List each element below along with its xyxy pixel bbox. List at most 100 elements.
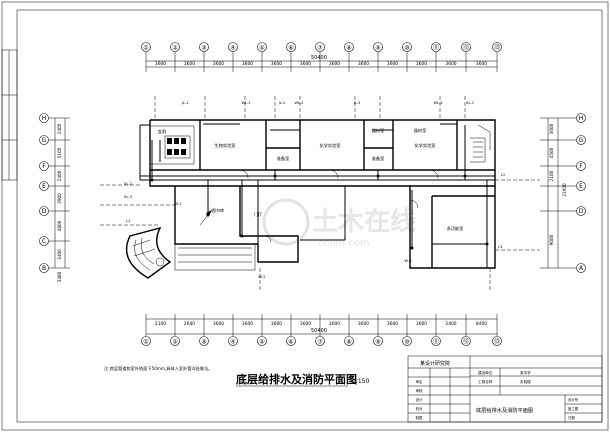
toilet-fixtures	[149, 125, 195, 180]
axis-label-top: ⑧	[346, 45, 351, 52]
pipe-label: XL-2	[124, 182, 132, 186]
dim-text: 3900	[57, 193, 62, 204]
axis-label-top: ②	[172, 45, 178, 52]
dim-text: 3480	[57, 271, 62, 282]
dim-text: 3600	[213, 61, 224, 67]
axis-label-bottom: ⑦	[317, 339, 323, 346]
axis-label-bottom: ③	[201, 339, 206, 346]
pipe-label: W-2	[259, 275, 266, 279]
svg-text:土木在线: 土木在线	[312, 207, 416, 237]
tb-project-value: 某中学	[520, 370, 531, 375]
axis-bubble	[257, 42, 267, 52]
axis-label-top: ⑫	[463, 44, 469, 52]
axis-bubble	[576, 263, 586, 273]
room-label: 器材室	[372, 127, 385, 134]
axis-bubble	[344, 336, 354, 346]
axis-bubble	[315, 42, 325, 52]
axis-label-left: D	[42, 208, 47, 215]
room-label: 女厕	[158, 128, 166, 135]
axis-bubble	[492, 42, 502, 52]
north-arrow-icon	[199, 209, 213, 226]
axis-label-bottom: ⑩	[404, 339, 409, 346]
drawing-note: 注:底层管道和室外地面下50mm,具体入室外管沟处做法。	[104, 365, 212, 372]
axis-bubble	[576, 206, 586, 216]
dim-text: 8400	[476, 321, 487, 327]
bottom-total-dim: 50400	[311, 328, 327, 334]
pipe-label: J-3	[497, 245, 503, 249]
left-dimensions	[54, 118, 66, 268]
pipe-label: JL-1	[181, 101, 189, 105]
tb-sheet-name: 底层给排水及消防平面图	[476, 406, 533, 414]
axis-label-bottom: ⑫	[463, 338, 469, 346]
title-block: 某设计研究院 建设单位 某中学 工程名称 实验楼 底层给排水及消防平面图 设计号…	[407, 355, 603, 423]
axis-label-bottom: ①	[143, 339, 148, 346]
dim-text: 3600	[300, 61, 311, 67]
tb-role-label: 设计	[416, 397, 423, 402]
drawing-title: 底层给排水及消防平面图	[236, 372, 357, 386]
tb-role-label: 制图	[416, 415, 423, 420]
axis-label-right: F	[579, 163, 583, 170]
dim-text: 21600	[562, 183, 567, 197]
axis-bubble	[286, 336, 296, 346]
bottom-dimensions: 50400	[146, 318, 497, 335]
axis-bubble	[39, 263, 49, 273]
room-label: 器材室	[414, 127, 427, 134]
dim-text: 3600	[387, 321, 398, 327]
axis-bubble	[402, 336, 412, 346]
room-label: 化学实验室	[415, 142, 436, 149]
axis-label-top: ⑤	[259, 45, 264, 52]
axis-label-left: B	[42, 265, 46, 272]
axis-label-bottom: ②	[172, 339, 178, 346]
top-dimensions: 50400	[146, 55, 497, 68]
dim-text: 3600	[549, 123, 554, 134]
axis-label-top: ③	[201, 45, 206, 52]
room-label: 准备室	[277, 155, 290, 162]
dim-text: 3600	[271, 321, 282, 327]
inner-border	[16, 9, 603, 423]
dim-text: 5100	[57, 147, 62, 158]
room-label: 门厅	[254, 211, 262, 218]
axis-bubble	[373, 336, 383, 346]
axis-bubble	[315, 336, 325, 346]
dim-text: 3600	[476, 61, 487, 67]
axis-bubble	[39, 236, 49, 246]
dim-text: 3600	[213, 321, 224, 327]
axis-bubble	[39, 113, 49, 123]
axis-bubble	[461, 42, 471, 52]
drawing-scale: 1:150	[352, 378, 369, 385]
dim-text: 3400	[57, 249, 62, 260]
pipe-label: WL-3	[433, 101, 442, 105]
axis-label-bottom: ⑤	[259, 339, 264, 346]
dim-text: 3600	[271, 61, 282, 67]
axis-bubble	[199, 42, 209, 52]
dim-text: 3600	[155, 61, 166, 67]
tb-role-label: 审定	[416, 379, 423, 384]
tb-institute: 某设计研究院	[420, 360, 450, 367]
pipe-label: XL-1	[466, 101, 474, 105]
axis-label-top: ⑥	[288, 45, 293, 52]
tb-design-stage: 设计号	[568, 397, 579, 402]
axis-bubble	[402, 42, 412, 52]
axis-label-top: ⑪	[433, 44, 439, 52]
axis-label-right: A	[579, 265, 584, 272]
axis-label-top: ⑩	[404, 45, 409, 52]
left-strip	[1, 49, 18, 181]
axis-bubble	[576, 135, 586, 145]
axis-bubble	[257, 336, 267, 346]
axis-label-left: C	[42, 238, 46, 245]
dim-text: 4800	[57, 220, 62, 231]
axis-label-top: ①	[143, 45, 148, 52]
pipe-label: WL-2	[294, 101, 303, 105]
axis-label-right: G	[579, 137, 584, 144]
tb-date: 日期	[568, 415, 575, 420]
door-marks	[239, 169, 439, 243]
axis-label-bottom: ⑪	[433, 338, 439, 346]
